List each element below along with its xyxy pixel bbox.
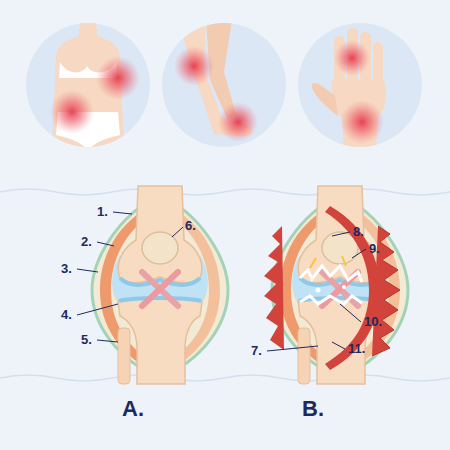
torso-figure xyxy=(50,20,140,150)
callout-number: 9. xyxy=(369,242,380,255)
callout-number: 2. xyxy=(81,235,92,248)
wavy-line xyxy=(0,375,450,381)
callout-number: 5. xyxy=(81,333,92,346)
panel-letter: A. xyxy=(122,398,144,420)
callout-number: 1. xyxy=(97,205,108,218)
callout-number: 4. xyxy=(61,308,72,321)
legs-figure xyxy=(174,20,258,142)
healthy-knee xyxy=(92,186,228,384)
callout-number: 3. xyxy=(61,262,72,275)
callout-number: 6. xyxy=(185,219,196,232)
callout-number: 11. xyxy=(348,342,365,355)
callout-number: 7. xyxy=(251,344,262,357)
leader-lines xyxy=(77,212,366,351)
panel-letter: B. xyxy=(302,398,324,420)
callout-number: 8. xyxy=(353,225,364,238)
callout-number: 10. xyxy=(364,315,382,328)
wavy-line xyxy=(0,189,450,195)
arthritic-knee xyxy=(264,186,408,384)
hand-figure xyxy=(312,28,386,150)
